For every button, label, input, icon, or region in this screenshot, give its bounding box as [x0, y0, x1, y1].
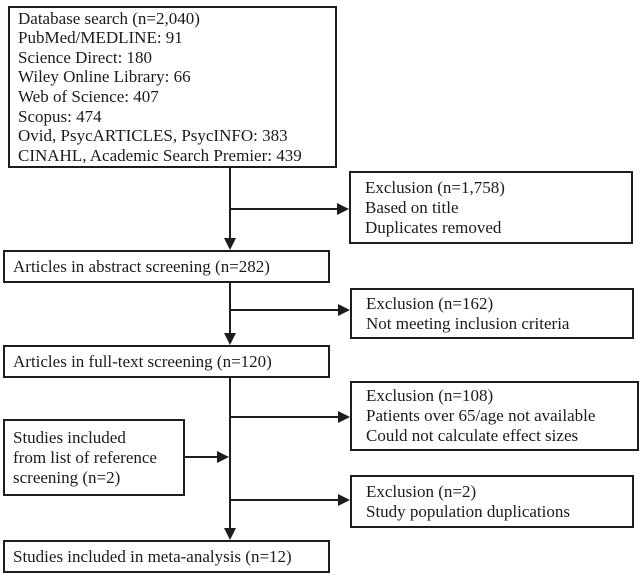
exclusion-title-count: Exclusion (n=1,758) — [365, 177, 505, 197]
arrowhead-right-to-exclusion-age-icon — [338, 411, 350, 423]
abstract-screening-label: Articles in abstract screening (n=282) — [13, 256, 270, 276]
meta-analysis-box: Studies included in meta-analysis (n=12) — [3, 540, 330, 573]
exclusion-title-box: Exclusion (n=1,758) Based on title Dupli… — [349, 171, 633, 244]
connector-to-exclusion-age-line — [230, 416, 338, 418]
exclusion-criteria-count: Exclusion (n=162) — [366, 293, 494, 313]
database-scopus: Scopus: 474 — [18, 106, 102, 126]
database-cinahl: CINAHL, Academic Search Premier: 439 — [18, 145, 302, 165]
fulltext-screening-label: Articles in full-text screening (n=120) — [13, 351, 272, 371]
connector-reference-to-spine-line — [185, 456, 218, 458]
database-science-direct: Science Direct: 180 — [18, 47, 153, 67]
exclusion-age-count: Exclusion (n=108) — [366, 386, 494, 405]
connector-database-to-abstract-line — [229, 168, 231, 240]
arrowhead-right-to-exclusion-title-icon — [337, 203, 349, 215]
exclusion-criteria-reason: Not meeting inclusion criteria — [366, 313, 570, 333]
exclusion-duplication-box: Exclusion (n=2) Study population duplica… — [350, 475, 634, 528]
exclusion-criteria-box: Exclusion (n=162) Not meeting inclusion … — [350, 288, 634, 339]
exclusion-age-reason2: Could not calculate effect sizes — [366, 426, 579, 445]
arrowhead-down-to-abstract-icon — [224, 238, 236, 250]
arrowhead-down-to-fulltext-icon — [224, 333, 236, 345]
arrowhead-right-to-exclusion-duplication-icon — [338, 494, 350, 506]
database-search-box: Database search (n=2,040) PubMed/MEDLINE… — [8, 6, 337, 168]
arrowhead-right-reference-to-spine-icon — [217, 451, 229, 463]
exclusion-age-reason1: Patients over 65/age not available — [366, 406, 596, 425]
reference-screening-line2: from list of reference — [13, 447, 157, 467]
abstract-screening-box: Articles in abstract screening (n=282) — [3, 250, 330, 283]
reference-screening-line1: Studies included — [13, 427, 126, 447]
reference-screening-box: Studies included from list of reference … — [3, 419, 185, 496]
database-web-of-science: Web of Science: 407 — [18, 87, 159, 106]
fulltext-screening-box: Articles in full-text screening (n=120) — [3, 345, 330, 378]
database-wiley: Wiley Online Library: 66 — [18, 67, 191, 87]
connector-to-exclusion-duplication-line — [230, 499, 338, 501]
arrowhead-right-to-exclusion-criteria-icon — [338, 304, 350, 316]
exclusion-duplication-count: Exclusion (n=2) — [366, 481, 477, 501]
connector-fulltext-to-meta-line — [229, 378, 231, 528]
exclusion-duplication-reason: Study population duplications — [366, 501, 570, 521]
exclusion-age-box: Exclusion (n=108) Patients over 65/age n… — [350, 381, 639, 451]
exclusion-title-reason2: Duplicates removed — [365, 217, 502, 237]
exclusion-title-reason1: Based on title — [365, 197, 459, 217]
database-pubmed: PubMed/MEDLINE: 91 — [18, 28, 183, 48]
database-search-title: Database search (n=2,040) — [18, 8, 200, 28]
database-ovid: Ovid, PsycARTICLES, PsycINFO: 383 — [18, 126, 288, 146]
reference-screening-line3: screening (n=2) — [13, 467, 121, 487]
connector-to-exclusion-title-line — [230, 208, 338, 210]
arrowhead-down-to-meta-icon — [224, 528, 236, 540]
meta-analysis-label: Studies included in meta-analysis (n=12) — [13, 546, 292, 566]
connector-to-exclusion-criteria-line — [230, 309, 338, 311]
